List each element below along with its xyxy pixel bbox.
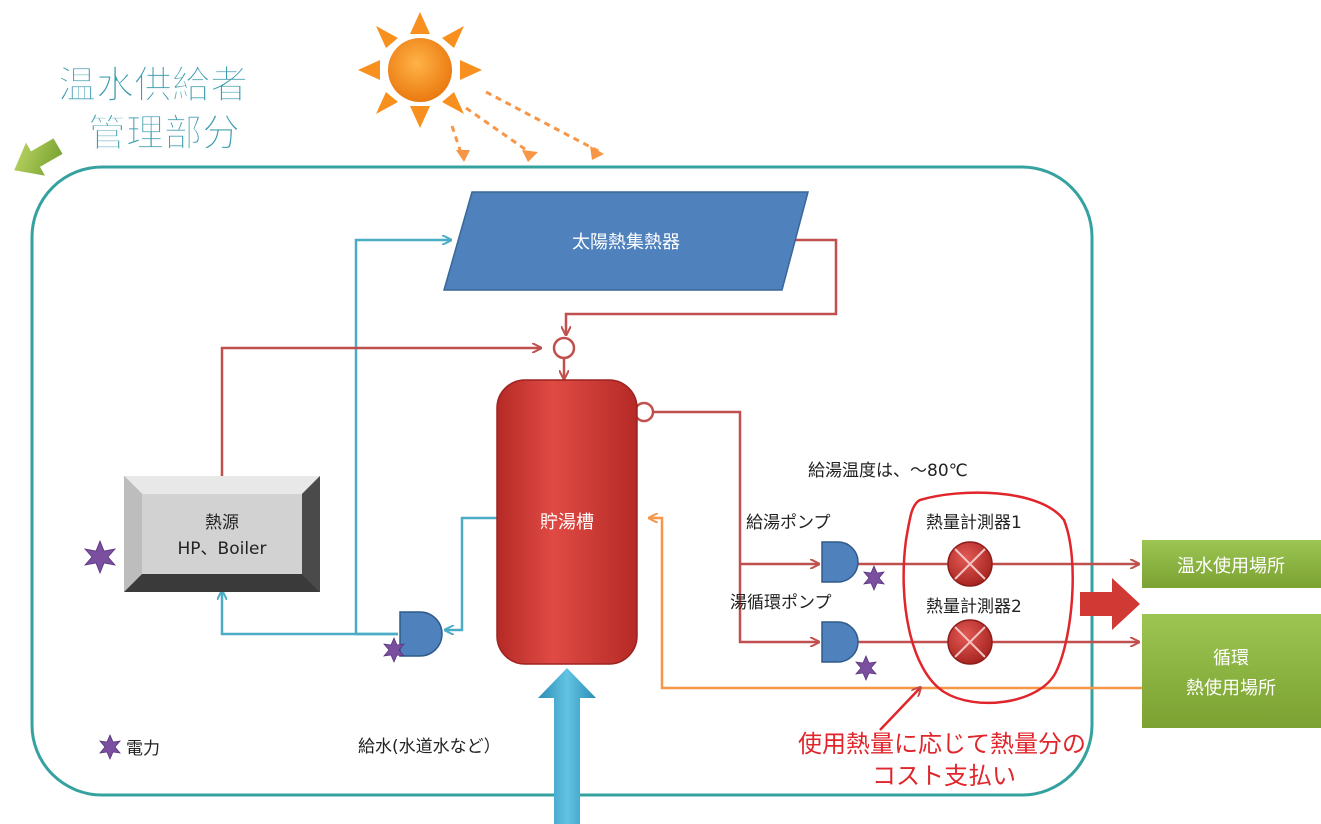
heat-source: 熱源 HP、Boiler (124, 476, 320, 592)
circulation-pump-label: 湯循環ポンプ (730, 593, 832, 613)
power-legend-star-icon (99, 733, 121, 761)
heat-meter-2-label: 熱量計測器2 (926, 597, 1022, 617)
heat-meter-1-label: 熱量計測器1 (926, 513, 1022, 533)
solar-collector-label: 太陽熱集熱器 (572, 232, 680, 253)
power-legend-label: 電力 (126, 739, 160, 759)
cold-pipe-tank-to-pump (446, 516, 497, 630)
title-line-1: 温水供給者 (58, 63, 248, 107)
power-star-heat-source-icon (83, 539, 117, 575)
junction-valve-top (552, 336, 576, 360)
water-supply-label: 給水(水道水など） (358, 737, 501, 757)
supply-pump-label: 給湯ポンプ (746, 513, 831, 533)
green-pointer-arrow-icon (14, 138, 63, 176)
return-pipe-to-tank (650, 518, 1142, 690)
heat-meter-2-icon (947, 619, 993, 665)
solar-collector: 太陽熱集熱器 (443, 191, 809, 291)
circulation-pump-icon (821, 621, 859, 663)
cost-note-pointer (879, 688, 920, 731)
power-star-circ-pump-icon (855, 654, 877, 682)
sunlight-rays (450, 90, 601, 157)
circulation-use-sublabel: 熱使用場所 (1186, 678, 1276, 699)
hot-water-use-box: 温水使用場所 (1142, 540, 1321, 588)
hot-pipe-from-collector (566, 238, 838, 334)
hot-pipe-from-heat-source (220, 348, 540, 476)
power-star-supply-pump-icon (863, 564, 885, 592)
cost-note-line-2: コスト支払い (872, 762, 1016, 790)
supply-pump-icon (821, 541, 859, 583)
heat-source-label: 熱源 (205, 513, 239, 533)
cost-note-line-1: 使用熱量に応じて熱量分の (798, 730, 1086, 758)
cold-pipe-to-heat-source (222, 592, 398, 636)
supply-temperature-label: 給湯温度は、～80℃ (808, 461, 968, 481)
title-line-2: 管理部分 (88, 111, 240, 155)
heat-source-sublabel: HP、Boiler (178, 539, 267, 559)
circulation-use-box: 循環 熱使用場所 (1142, 614, 1321, 728)
heat-meter-highlight-circle (902, 491, 1074, 705)
hot-pipe-to-circ-pump (653, 410, 818, 642)
feed-pump-icon (399, 611, 443, 657)
billing-direction-arrow-icon (1080, 578, 1140, 630)
cold-pipe-to-collector (354, 240, 450, 636)
storage-tank-label: 貯湯槽 (540, 512, 594, 533)
sunlight-ray-arrowheads (456, 146, 604, 162)
heat-meter-1-icon (947, 541, 993, 587)
storage-tank: 貯湯槽 (496, 379, 638, 665)
circulation-use-label: 循環 (1213, 648, 1249, 669)
power-star-feed-pump-icon (383, 636, 405, 664)
sun-icon (358, 12, 482, 128)
water-supply-arrow-icon (538, 668, 596, 824)
hot-water-use-label: 温水使用場所 (1177, 556, 1285, 577)
